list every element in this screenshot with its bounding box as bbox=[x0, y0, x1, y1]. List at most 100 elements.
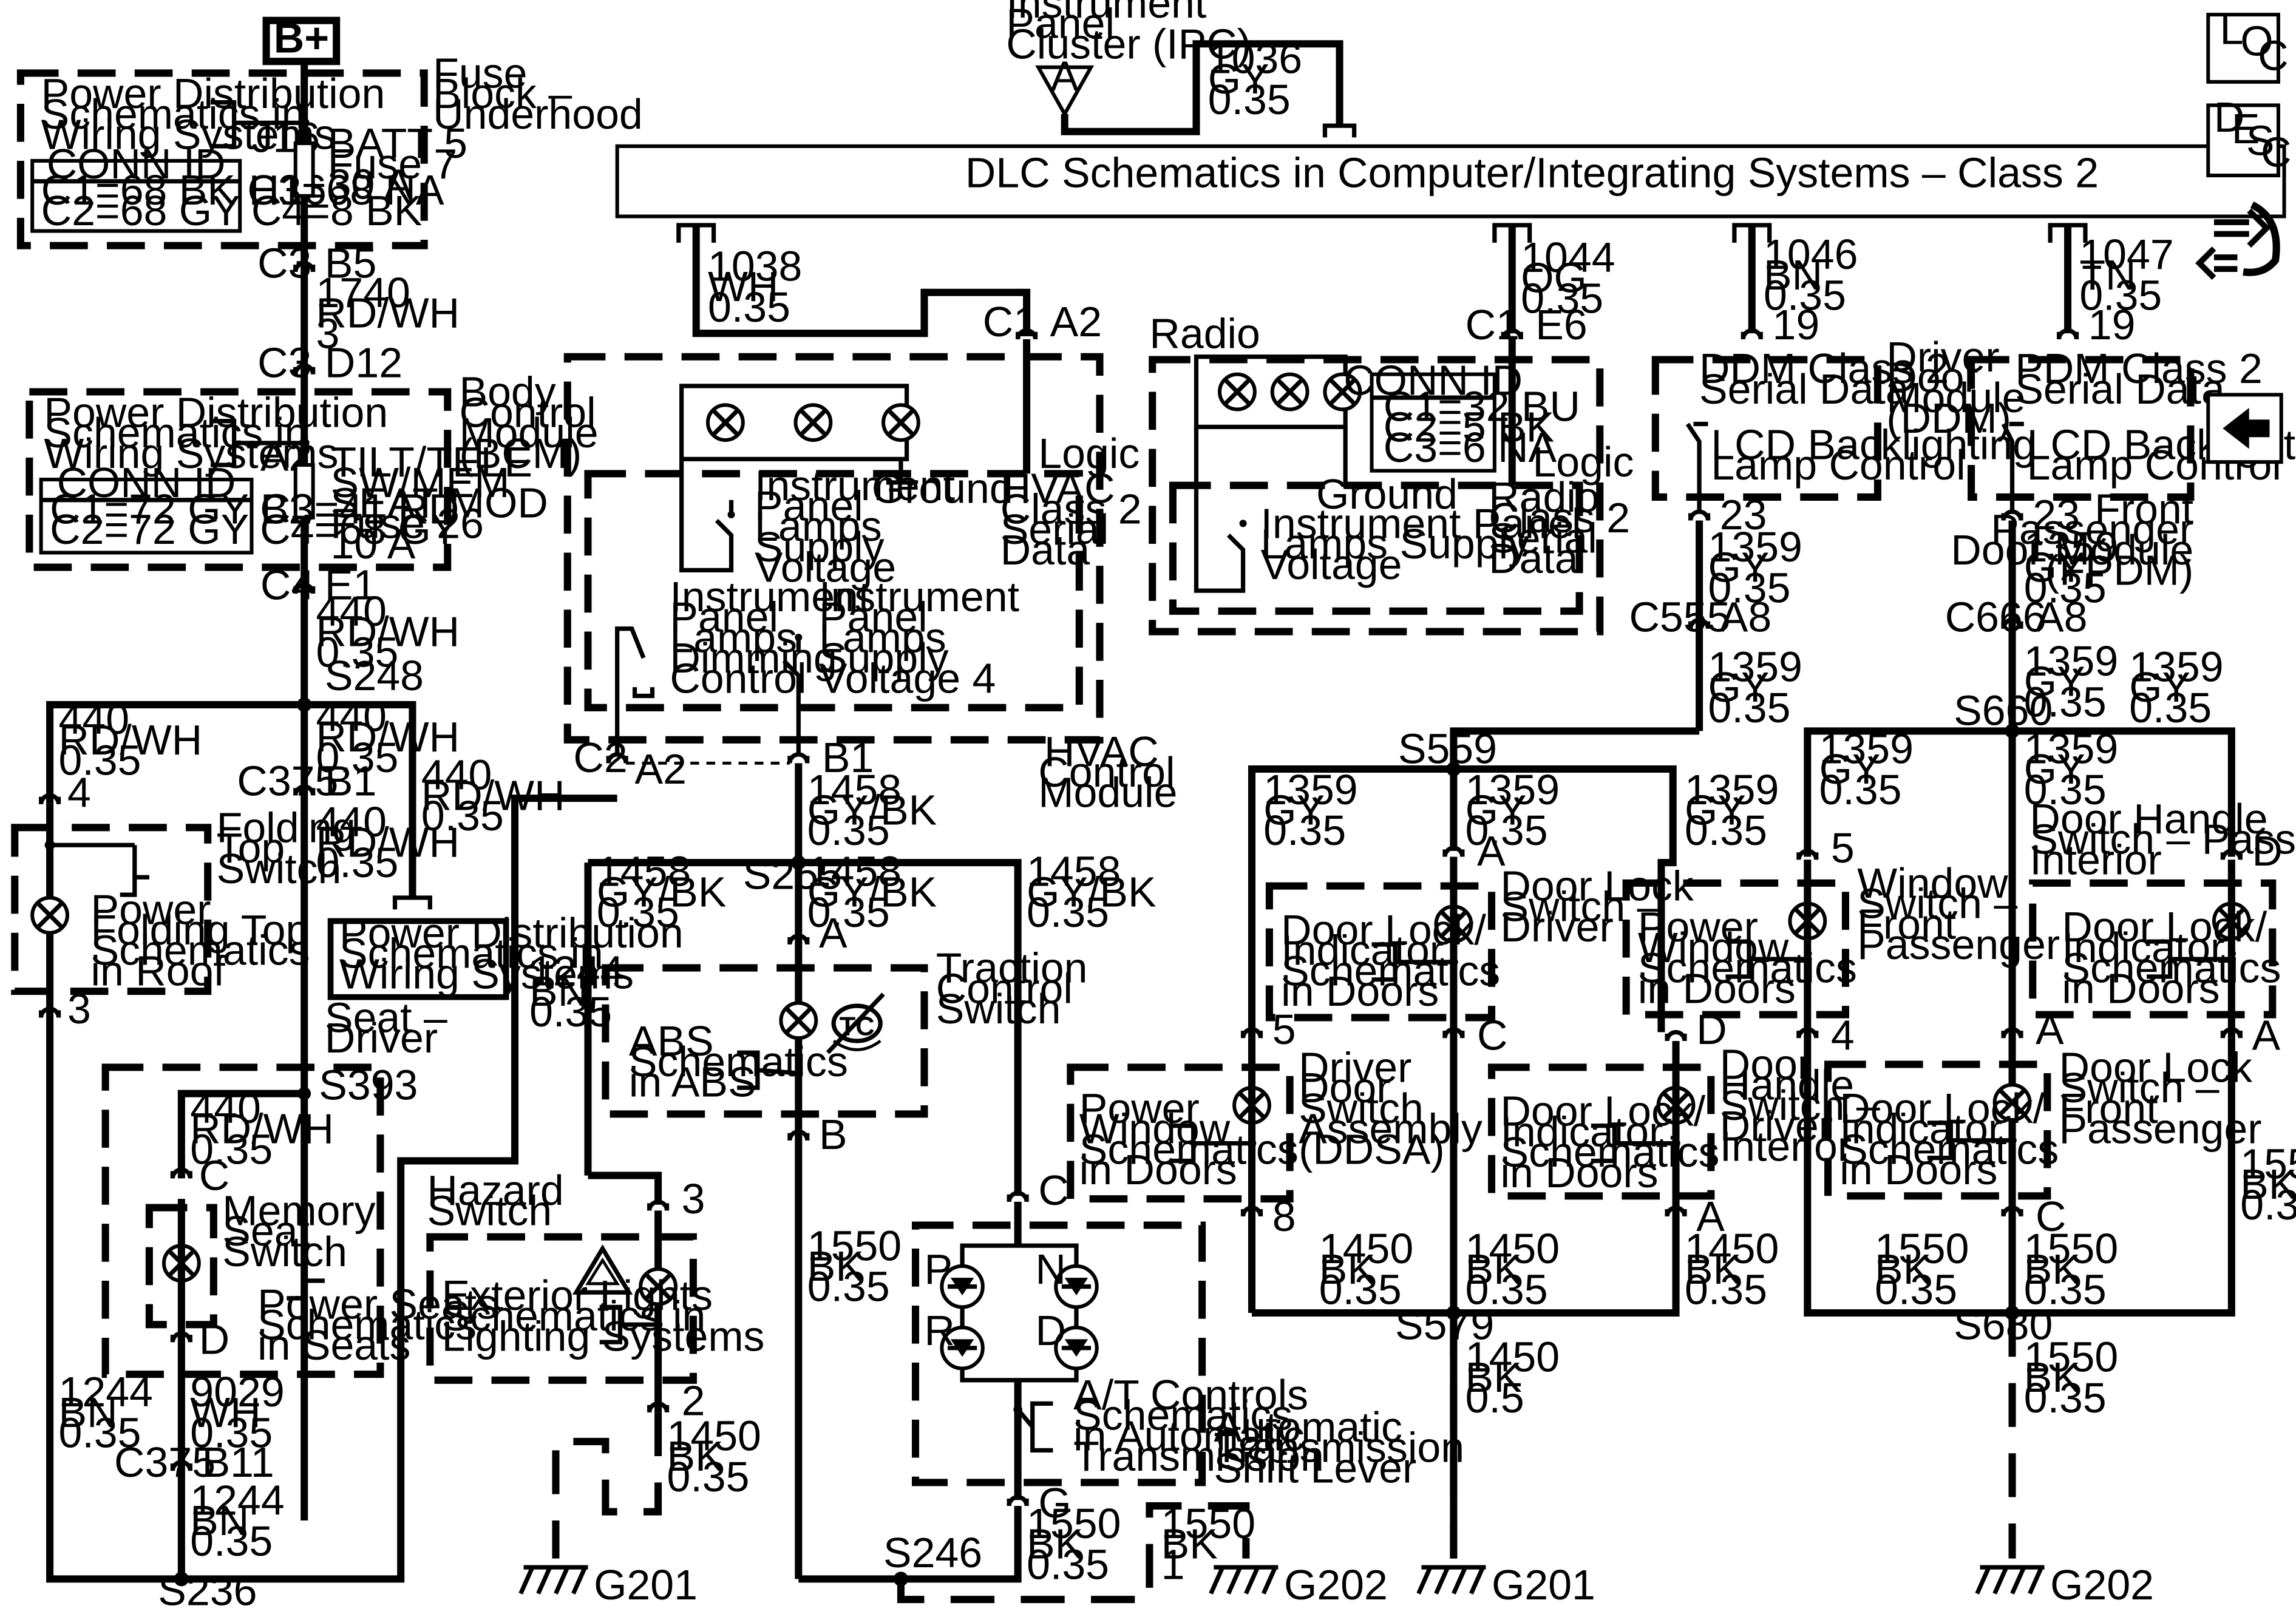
svg-text:C: C bbox=[2261, 129, 2291, 176]
svg-text:C666: C666 bbox=[1945, 594, 2046, 641]
radio-supply-label: Instrument PanelLamps SupplyVoltage bbox=[1260, 500, 1581, 588]
svg-text:Ground: Ground bbox=[1316, 470, 1458, 518]
wire-1550-c: 1550BK1 bbox=[1161, 1500, 1255, 1588]
ground-g202-b bbox=[1977, 1567, 2045, 1593]
hvac-supply-label: InstrumentPanelLampsSupplyVoltage bbox=[755, 462, 955, 591]
splice-s680-label: S680 bbox=[1954, 1301, 2053, 1348]
ground-g202-a bbox=[1211, 1567, 1279, 1593]
splice-s660-label: S660 bbox=[1954, 687, 2053, 734]
wire-1458-d: 1458GY/BK0.35 bbox=[1027, 848, 1156, 936]
wire-1550-b: 1550BK0.35 bbox=[1027, 1500, 1121, 1588]
wire-1359-b: 1359GY0.35 bbox=[1708, 643, 1802, 731]
svg-text:B1: B1 bbox=[325, 757, 376, 804]
svg-text:A2: A2 bbox=[635, 745, 687, 793]
bcm-pd-ref: Power DistributionSchematics inWiring Sy… bbox=[44, 388, 388, 476]
window-switch-front-passenger: 5 PowerWindowSchematicsin Doors WindowSw… bbox=[1622, 824, 2060, 1059]
svg-text:D: D bbox=[1036, 1307, 1066, 1354]
svg-text:A: A bbox=[2036, 1006, 2064, 1053]
svg-text:C375: C375 bbox=[114, 1439, 216, 1486]
wire-1550-f: 1550BK0.35 bbox=[2024, 1225, 2118, 1313]
shift-lever: C PR ND A/T ControlsSchematicsin Automat… bbox=[911, 1167, 1464, 1527]
wire-1550-g: 1550BK0.35 bbox=[2024, 1333, 2118, 1421]
svg-text:A: A bbox=[1696, 1193, 1725, 1240]
pdm-title: FrontPassengerDoor Module(FPDM) bbox=[1951, 485, 2193, 594]
at-controls-ref: A/T ControlsSchematicsin AutomaticTransm… bbox=[1073, 1371, 1324, 1480]
svg-text:G: G bbox=[1038, 1479, 1071, 1527]
wire-9029: 9029WH0.35 bbox=[190, 1368, 284, 1456]
svg-text:8: 8 bbox=[1272, 1193, 1296, 1240]
svg-text:3: 3 bbox=[67, 985, 91, 1032]
location-nav-button[interactable]: LOC bbox=[2206, 5, 2289, 84]
svg-text:B5: B5 bbox=[325, 240, 376, 287]
dlc-drops: 1038WH0.35 1044OG0.35 1046BN0.35 1047TN0… bbox=[676, 223, 2174, 337]
svg-text:S: S bbox=[2246, 117, 2275, 164]
traction-control-switch: A TC TractionControlSwitch ABSSchematics… bbox=[602, 909, 1087, 1158]
svg-text:C: C bbox=[1038, 1167, 1068, 1214]
power-feed: B+ bbox=[262, 15, 341, 1521]
seat-driver: Seat –Driver S393 440RD/WH0.35 C MemoryS… bbox=[101, 994, 498, 1378]
svg-text:S393: S393 bbox=[319, 1061, 418, 1108]
dlc-bus-box bbox=[615, 144, 2286, 219]
svg-text:C555: C555 bbox=[1629, 594, 1730, 641]
ddm-lcd-label: LCD BacklightingLamp Control bbox=[1711, 421, 2036, 489]
power-seats-ref: Power SeatsSchematicsin Seats bbox=[257, 1281, 498, 1369]
win-pass-ref: PowerWindowSchematicsin Doors bbox=[1638, 903, 1857, 1012]
svg-text:A8: A8 bbox=[1720, 594, 1771, 641]
wire-1450-a: 1450BK0.35 bbox=[667, 1412, 761, 1500]
svg-text:D: D bbox=[2252, 827, 2283, 875]
wire-1359-c: 1359GY0.35 bbox=[1263, 766, 1357, 854]
wire-440-d: 440RD/WH0.35 bbox=[421, 751, 565, 839]
svg-text:C3: C3 bbox=[257, 339, 311, 386]
svg-text:D: D bbox=[2214, 93, 2244, 141]
folding-top-switch: 4 FoldingTopSwitch PowerFolding TopSchem… bbox=[11, 769, 356, 1032]
svg-text:C: C bbox=[2036, 1193, 2066, 1240]
memory-seat-title: MemorySeatSwitch bbox=[222, 1187, 375, 1275]
wire-1359-f: 1359GY0.35 bbox=[2024, 523, 2118, 611]
svg-text:4: 4 bbox=[67, 769, 91, 816]
fuse-block-conn-title: CONN ID bbox=[47, 140, 226, 188]
fuse-block-pd-ref: Power DistributionSchematics inWiring Sy… bbox=[41, 70, 385, 158]
tcs-icon: TC bbox=[826, 992, 885, 1054]
wire-1458-b: 1458GY/BK0.35 bbox=[597, 848, 726, 936]
dl-pass-ref: Door Lock/IndicatorSchematicsin Doors bbox=[1839, 1085, 2059, 1193]
back-arrow-icon bbox=[2223, 408, 2270, 449]
fuse-block-conn-ids: C1=68 BK C3=68 NAC2=68 GY C4=8 BK bbox=[41, 166, 444, 234]
back-arrow-button[interactable] bbox=[2206, 393, 2283, 464]
svg-text:N: N bbox=[1036, 1246, 1066, 1293]
svg-text:A: A bbox=[1050, 52, 1079, 100]
svg-text:Logic: Logic bbox=[1532, 438, 1634, 486]
ground-g201-b bbox=[1419, 1567, 1486, 1593]
win-pass-title: WindowSwitch –FrontPassenger bbox=[1857, 859, 2060, 968]
hvac-supply4-label: InstrumentPanelLampsSupplyVoltage 4 bbox=[819, 573, 1019, 702]
splice-s236-label: S236 bbox=[158, 1567, 257, 1615]
pdm-serial-label: PDM Class 2Serial Data bbox=[2015, 345, 2263, 413]
door-handle-switch-driver: D Door Lock/IndicatorSchematicsin Doors … bbox=[1488, 1006, 1880, 1240]
svg-text:C: C bbox=[2258, 32, 2288, 80]
hazard-ref: Exterior LightsSchematics inLighting Sys… bbox=[442, 1272, 765, 1360]
wire-1038: 1038WH0.35 bbox=[708, 242, 802, 330]
wire-1450-d: 1450BK0.35 bbox=[1685, 1225, 1779, 1313]
svg-text:C: C bbox=[1477, 1011, 1507, 1059]
radio-title: Radio bbox=[1149, 310, 1260, 357]
bcm-title: BodyControlModule(BCM) bbox=[460, 368, 599, 477]
wire-1046: 1046BN0.35 bbox=[1764, 231, 1858, 319]
bcm-conn-title: CONN ID bbox=[57, 459, 236, 506]
svg-text:B11: B11 bbox=[202, 1439, 274, 1486]
dl-driver-ref: Door Lock/IndicatorSchematicsin Doors bbox=[1281, 906, 1500, 1015]
hazard-title: HazardSwitch bbox=[427, 1167, 564, 1235]
connector-wrench-icon[interactable] bbox=[2195, 201, 2280, 280]
fuse-block-title: FuseBlock –Underhood bbox=[433, 50, 643, 138]
ddm-serial-label: DDM Class 2Serial Data bbox=[1699, 345, 1949, 413]
svg-text:A: A bbox=[1477, 827, 1506, 875]
seat-driver-title: Seat –Driver bbox=[325, 994, 447, 1062]
svg-text:C375: C375 bbox=[237, 757, 338, 804]
fuse-7-label: BATT 5Fuse 730 A bbox=[328, 120, 467, 208]
wire-1359-a: 1359GY0.35 bbox=[1708, 523, 1802, 611]
splice-s248-label: S248 bbox=[325, 652, 424, 699]
folding-top-title: FoldingTopSwitch bbox=[217, 804, 356, 892]
